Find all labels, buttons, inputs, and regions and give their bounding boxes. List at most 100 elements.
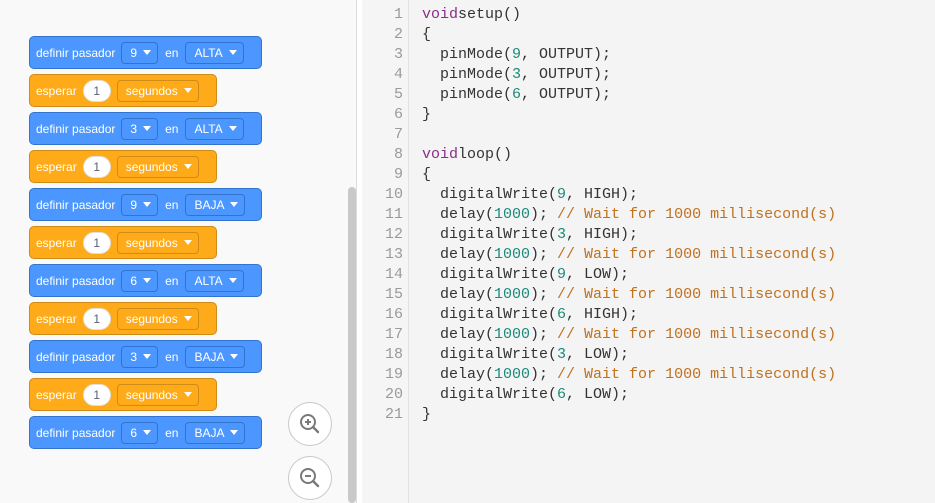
code-line[interactable]: digitalWrite(9, HIGH);: [422, 186, 638, 203]
state-dropdown[interactable]: ALTA: [185, 41, 244, 64]
code-line[interactable]: digitalWrite(9, LOW);: [422, 266, 629, 283]
line-number: 12: [384, 226, 403, 243]
code-line[interactable]: pinMode(3, OUTPUT);: [422, 66, 611, 83]
code-area[interactable]: voidsetup(){ pinMode(9, OUTPUT); pinMode…: [409, 0, 935, 503]
code-token: , OUTPUT);: [521, 46, 612, 63]
pin-dropdown[interactable]: 3: [121, 117, 159, 140]
unit-dropdown[interactable]: segundos: [116, 307, 199, 330]
code-line[interactable]: pinMode(6, OUTPUT);: [422, 86, 611, 103]
number-token: 1000: [494, 366, 531, 383]
unit-dropdown[interactable]: segundos: [116, 231, 199, 254]
code-line[interactable]: voidloop(): [422, 146, 512, 163]
code-line[interactable]: delay(1000); // Wait for 1000 millisecon…: [422, 206, 836, 223]
number-token: 9: [557, 186, 567, 203]
unit-value: segundos: [125, 159, 178, 174]
comment-token: // Wait for 1000 millisecond(s): [557, 366, 837, 383]
caret-down-icon: [183, 164, 192, 169]
code-line[interactable]: delay(1000); // Wait for 1000 millisecon…: [422, 366, 836, 383]
wait-value-input[interactable]: 1: [82, 231, 111, 254]
number-token: 6: [557, 386, 567, 403]
block-label: definir pasador: [36, 121, 116, 136]
code-line[interactable]: }: [422, 106, 431, 123]
wait-block[interactable]: esperar 1 segundos: [29, 226, 217, 259]
line-number: 19: [384, 366, 403, 383]
comment-token: // Wait for 1000 millisecond(s): [557, 246, 837, 263]
code-line[interactable]: delay(1000); // Wait for 1000 millisecon…: [422, 326, 836, 343]
unit-value: segundos: [125, 311, 178, 326]
pin-dropdown[interactable]: 6: [121, 269, 159, 292]
pin-dropdown[interactable]: 9: [121, 193, 159, 216]
state-value: ALTA: [194, 121, 223, 136]
code-token: {: [422, 166, 432, 183]
number-token: 6: [512, 86, 522, 103]
unit-dropdown[interactable]: segundos: [116, 79, 199, 102]
block-label-en: en: [165, 425, 179, 440]
code-line[interactable]: pinMode(9, OUTPUT);: [422, 46, 611, 63]
number-token: 1000: [494, 286, 531, 303]
unit-dropdown[interactable]: segundos: [116, 383, 199, 406]
code-line[interactable]: digitalWrite(3, HIGH);: [422, 226, 638, 243]
block-label: esperar: [36, 235, 77, 250]
block-label: esperar: [36, 83, 77, 98]
workspace-scrollbar[interactable]: [348, 187, 356, 503]
line-number: 5: [393, 86, 403, 103]
code-line[interactable]: }: [422, 406, 431, 423]
code-token: pinMode(: [422, 66, 513, 83]
caret-down-icon: [183, 392, 192, 397]
code-line[interactable]: delay(1000); // Wait for 1000 millisecon…: [422, 246, 836, 263]
wait-value-input[interactable]: 1: [82, 383, 111, 406]
unit-dropdown[interactable]: segundos: [116, 155, 199, 178]
code-line[interactable]: {: [422, 26, 431, 43]
unit-value: segundos: [125, 235, 178, 250]
code-token: pinMode(: [422, 46, 513, 63]
zoom-in-button[interactable]: [288, 402, 332, 446]
state-dropdown[interactable]: BAJA: [185, 345, 246, 368]
state-dropdown[interactable]: BAJA: [185, 193, 246, 216]
code-line[interactable]: {: [422, 166, 431, 183]
state-value: BAJA: [194, 425, 225, 440]
code-token: , LOW);: [566, 266, 630, 283]
line-number: 15: [384, 286, 403, 303]
wait-value-input[interactable]: 1: [82, 307, 111, 330]
code-line[interactable]: voidsetup(): [422, 6, 521, 23]
line-number: 17: [384, 326, 403, 343]
code-token: );: [530, 246, 558, 263]
pin-value: 9: [130, 197, 138, 212]
code-token: );: [530, 286, 558, 303]
block-label-en: en: [165, 45, 179, 60]
wait-value-input[interactable]: 1: [82, 155, 111, 178]
zoom-out-button[interactable]: [288, 456, 332, 500]
caret-down-icon: [183, 240, 192, 245]
pin-dropdown[interactable]: 6: [121, 421, 159, 444]
wait-block[interactable]: esperar 1 segundos: [29, 74, 217, 107]
unit-value: segundos: [125, 83, 178, 98]
wait-value-input[interactable]: 1: [82, 79, 111, 102]
pin-dropdown[interactable]: 9: [121, 41, 159, 64]
code-line[interactable]: digitalWrite(6, LOW);: [422, 386, 629, 403]
zoom-out-icon: [300, 468, 320, 488]
code-line[interactable]: delay(1000); // Wait for 1000 millisecon…: [422, 286, 836, 303]
code-line[interactable]: digitalWrite(3, LOW);: [422, 346, 629, 363]
state-dropdown[interactable]: ALTA: [185, 117, 244, 140]
state-dropdown[interactable]: ALTA: [185, 269, 244, 292]
comment-token: // Wait for 1000 millisecond(s): [557, 286, 837, 303]
pin-dropdown[interactable]: 3: [121, 345, 159, 368]
code-line[interactable]: digitalWrite(6, HIGH);: [422, 306, 638, 323]
keyword-token: void: [422, 146, 459, 163]
number-token: 3: [512, 66, 522, 83]
state-dropdown[interactable]: BAJA: [185, 421, 246, 444]
code-token: , OUTPUT);: [521, 66, 612, 83]
code-token: delay(: [422, 366, 495, 383]
line-number: 6: [393, 106, 403, 123]
